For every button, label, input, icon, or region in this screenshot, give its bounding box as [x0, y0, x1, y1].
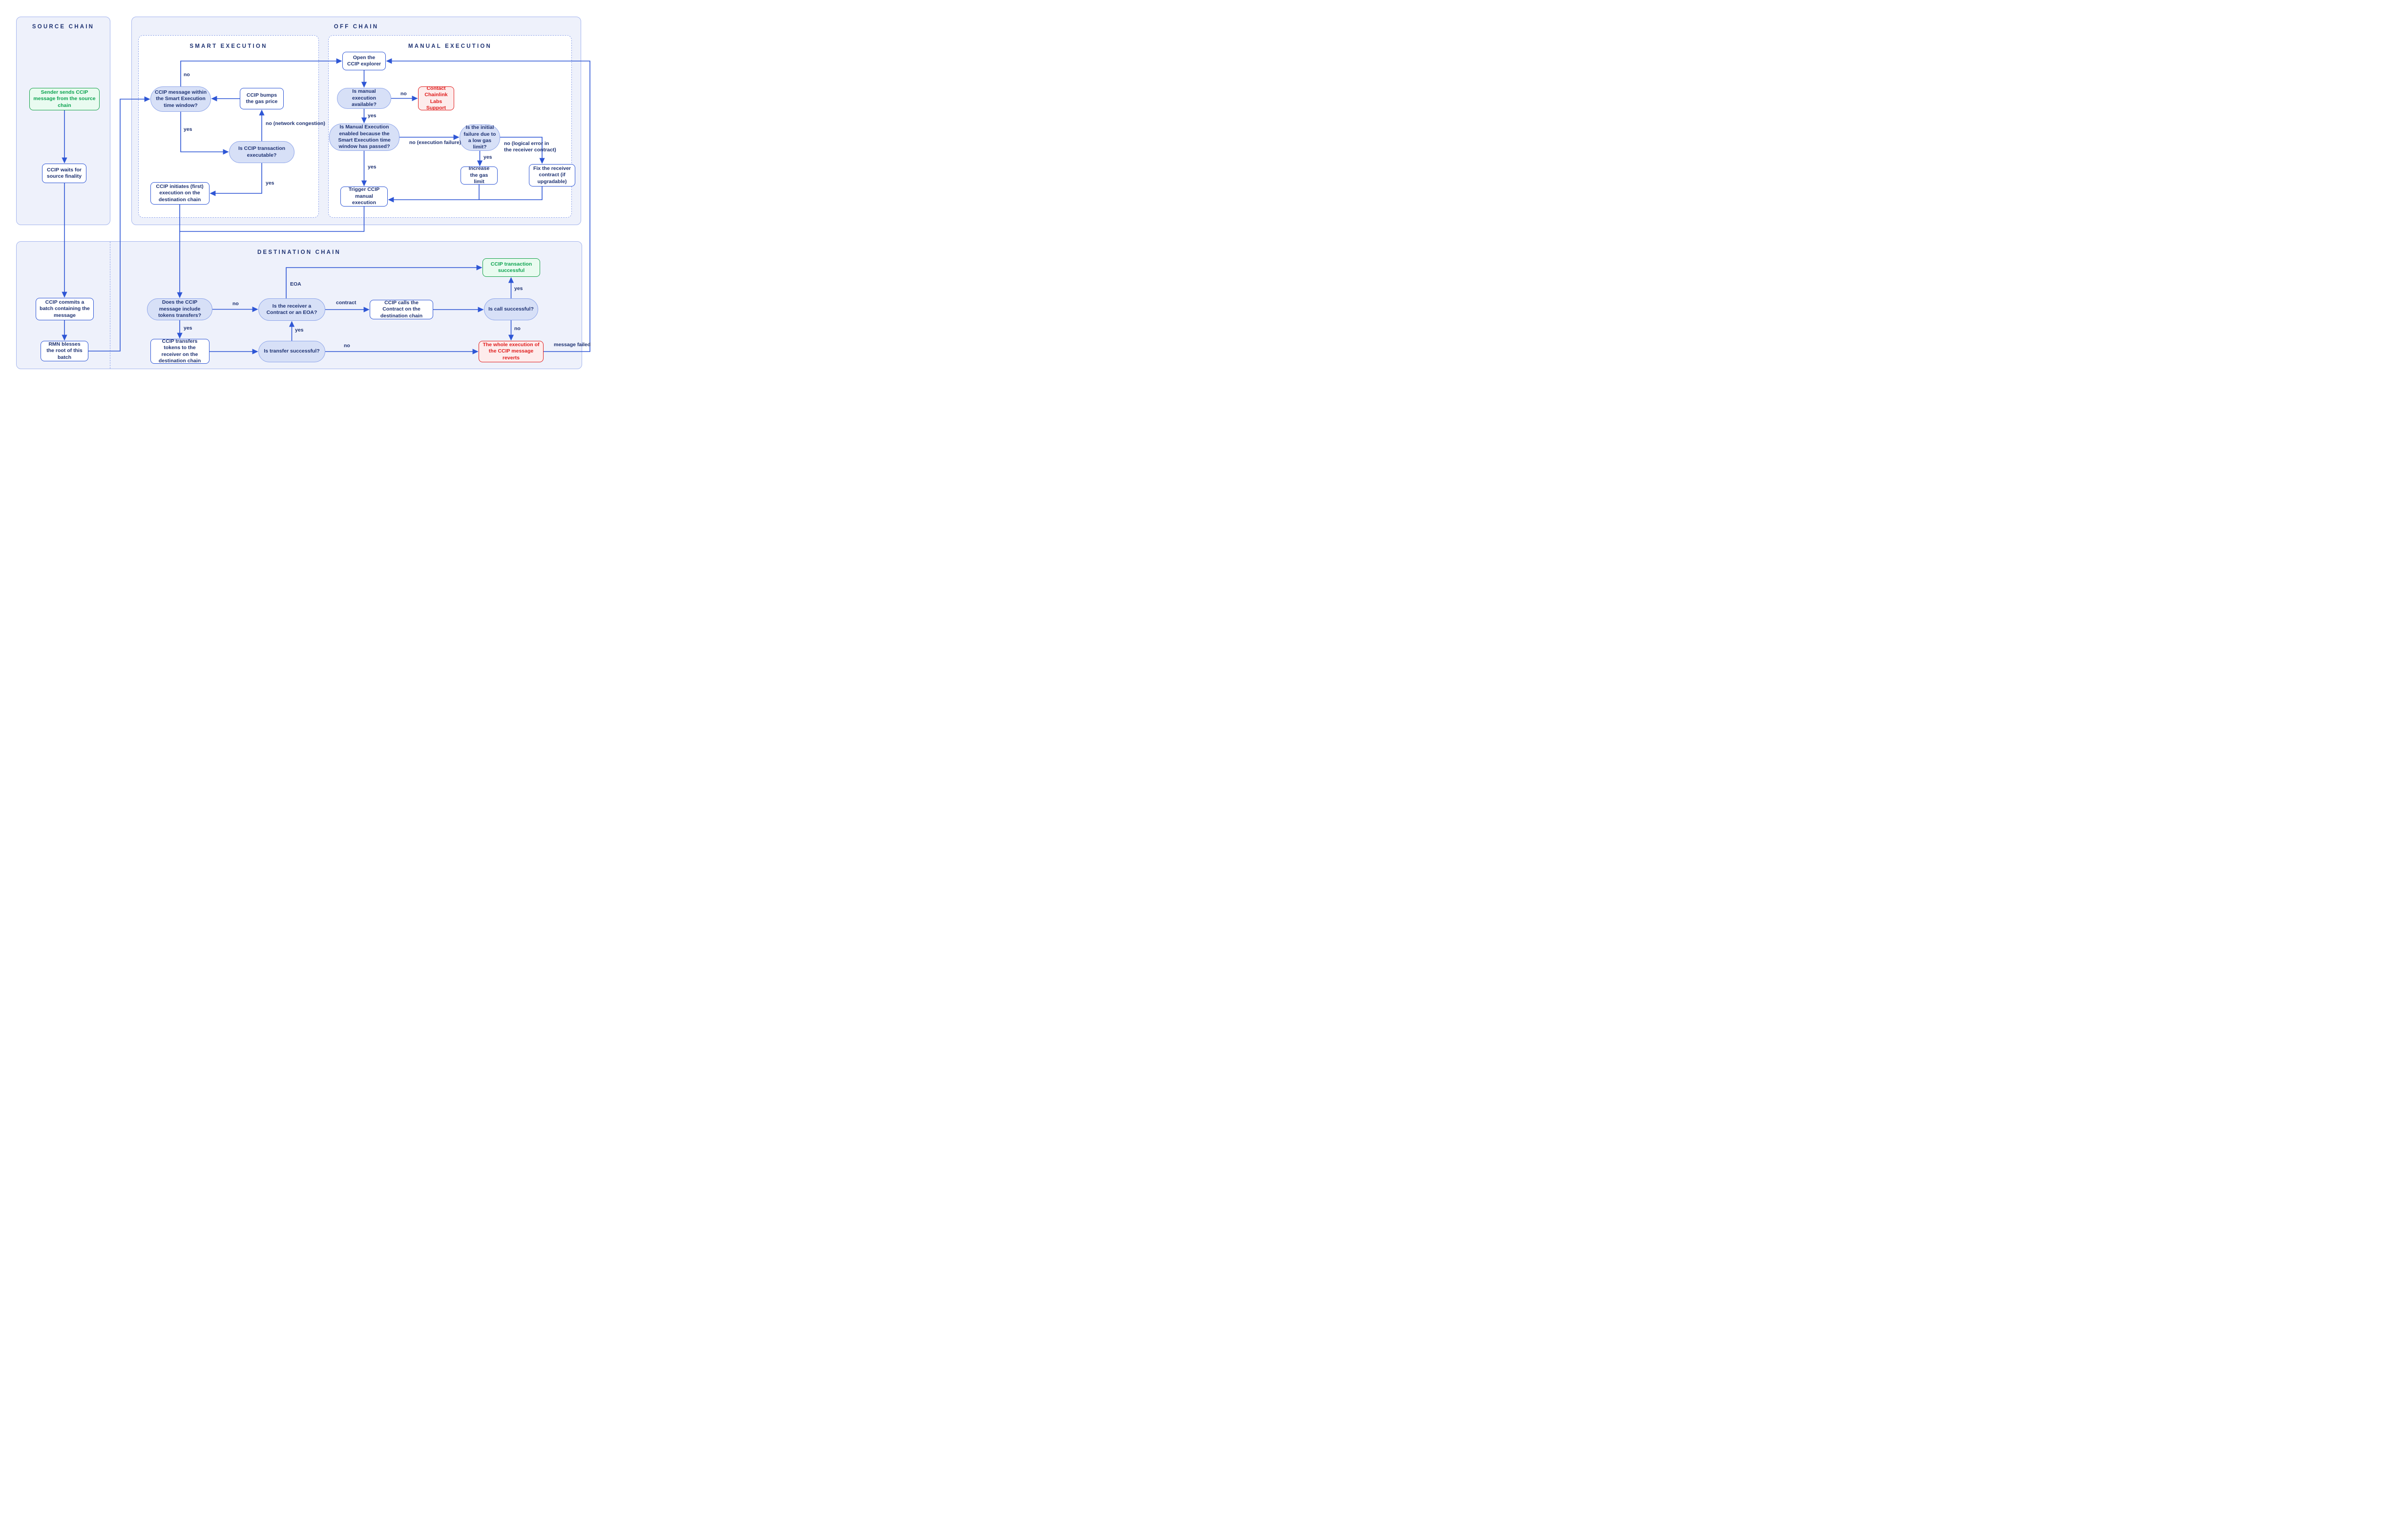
- node-open-ccip-explorer: Open the CCIP explorer: [342, 52, 386, 70]
- label-yes-manual-enabled: yes: [368, 164, 377, 170]
- label-yes-transfer-successful: yes: [295, 327, 304, 333]
- node-trigger-manual-execution: Trigger CCIP manual execution: [340, 187, 388, 207]
- flow-connectors: [62, 58, 590, 354]
- edge-reverts-to-explorer: [386, 58, 590, 352]
- label-contract-branch: contract: [336, 300, 357, 306]
- decision-manual-execution-available: Is manual execution available?: [337, 88, 391, 109]
- label-yes-manual-available: yes: [368, 113, 377, 119]
- decision-receiver-contract-or-eoa: Is the receiver a Contract or an EOA?: [258, 298, 325, 321]
- label-no-execution-failure: no (execution failure): [409, 140, 461, 146]
- node-contact-chainlink-support: Contact Chainlink Labs Support: [418, 85, 454, 111]
- ccip-execution-flow-diagram: SOURCE CHAIN OFF CHAIN SMART EXECUTION M…: [0, 0, 598, 385]
- edge-receiver-eoa-to-success: [286, 265, 482, 298]
- label-no-manual-available: no: [400, 91, 407, 97]
- label-eoa-branch: EOA: [290, 281, 301, 287]
- panel-source-chain: SOURCE CHAIN: [16, 17, 110, 225]
- node-ccip-calls-contract: CCIP calls the Contract on the destinati…: [370, 300, 433, 319]
- panel-destination-chain-title: DESTINATION CHAIN: [257, 250, 341, 255]
- decision-initial-failure-low-gas: Is the initial failure due to a low gas …: [460, 125, 500, 151]
- label-no-logical-error: no (logical error in the receiver contra…: [504, 141, 556, 153]
- decision-call-successful: Is call successful?: [484, 298, 538, 320]
- edge-yes-to-executable: [180, 112, 229, 155]
- node-ccip-transaction-successful: CCIP transaction successful: [482, 258, 540, 277]
- label-no-token-transfers: no: [232, 301, 239, 307]
- node-rmn-blesses-root: RMN blesses the root of this batch: [41, 341, 88, 361]
- edge-no-to-open-explorer: [180, 58, 342, 86]
- edge-rmn-to-within-window: [88, 96, 150, 352]
- panel-source-chain-title: SOURCE CHAIN: [32, 24, 95, 30]
- decision-message-includes-token-transfers: Does the CCIP message include tokens tra…: [147, 298, 212, 320]
- edge-fix-to-trigger: [388, 187, 543, 203]
- node-ccip-commits-batch: CCIP commits a batch containing the mess…: [36, 298, 94, 320]
- label-yes-executable: yes: [266, 180, 274, 186]
- decision-ccip-tx-executable: Is CCIP transaction executable?: [229, 141, 294, 163]
- panel-smart-execution-title: SMART EXECUTION: [189, 43, 268, 49]
- node-ccip-transfers-tokens: CCIP transfers tokens to the receiver on…: [150, 338, 210, 364]
- label-no-smart-window: no: [184, 72, 190, 78]
- label-yes-low-gas: yes: [483, 154, 492, 160]
- label-yes-smart-window: yes: [184, 126, 192, 132]
- label-no-network-congestion: no (network congestion): [266, 121, 325, 126]
- panel-manual-execution-title: MANUAL EXECUTION: [408, 43, 492, 49]
- panel-off-chain-title: OFF CHAIN: [334, 24, 379, 30]
- node-execution-reverts: The whole execution of the CCIP message …: [479, 341, 544, 362]
- label-yes-call-successful: yes: [514, 286, 523, 291]
- edge-executable-yes-to-initiates: [210, 163, 262, 196]
- label-no-transfer-successful: no: [344, 343, 350, 349]
- node-fix-receiver-contract: Fix the receiver contract (if upgradable…: [529, 164, 575, 187]
- decision-transfer-successful: Is transfer successful?: [258, 341, 325, 362]
- node-increase-gas-limit: Increase the gas limit: [461, 166, 498, 185]
- decision-smart-execution-window: CCIP message within the Smart Execution …: [150, 86, 211, 112]
- label-message-failed: message failed: [554, 342, 591, 348]
- edge-initial-no-to-fix: [500, 137, 545, 164]
- node-ccip-bumps-gas-price: CCIP bumps the gas price: [240, 88, 284, 109]
- node-ccip-waits-finality: CCIP waits for source finality: [42, 164, 86, 183]
- label-no-call-successful: no: [514, 326, 521, 332]
- edge-trigger-to-junction: [180, 207, 365, 232]
- decision-manual-execution-enabled: Is Manual Execution enabled because the …: [329, 124, 399, 151]
- node-sender-sends: Sender sends CCIP message from the sourc…: [29, 88, 100, 110]
- label-yes-token-transfers: yes: [184, 325, 192, 331]
- node-ccip-initiates-execution: CCIP initiates (first) execution on the …: [150, 182, 210, 205]
